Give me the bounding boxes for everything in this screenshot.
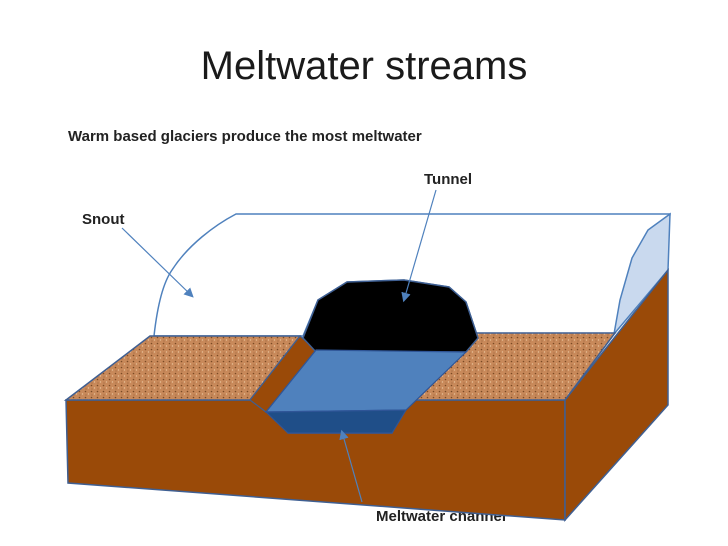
channel-arrow	[339, 429, 363, 503]
water-front	[264, 409, 408, 434]
soil-side	[564, 267, 669, 522]
page-title: Meltwater streams	[200, 44, 528, 88]
snout-label: Snout	[82, 211, 125, 228]
tunnel-arrow	[401, 189, 437, 303]
diagram-subtitle: Warm based glaciers produce the most mel…	[68, 128, 422, 145]
snout-arrow	[121, 227, 194, 298]
tunnel-label: Tunnel	[424, 171, 473, 188]
